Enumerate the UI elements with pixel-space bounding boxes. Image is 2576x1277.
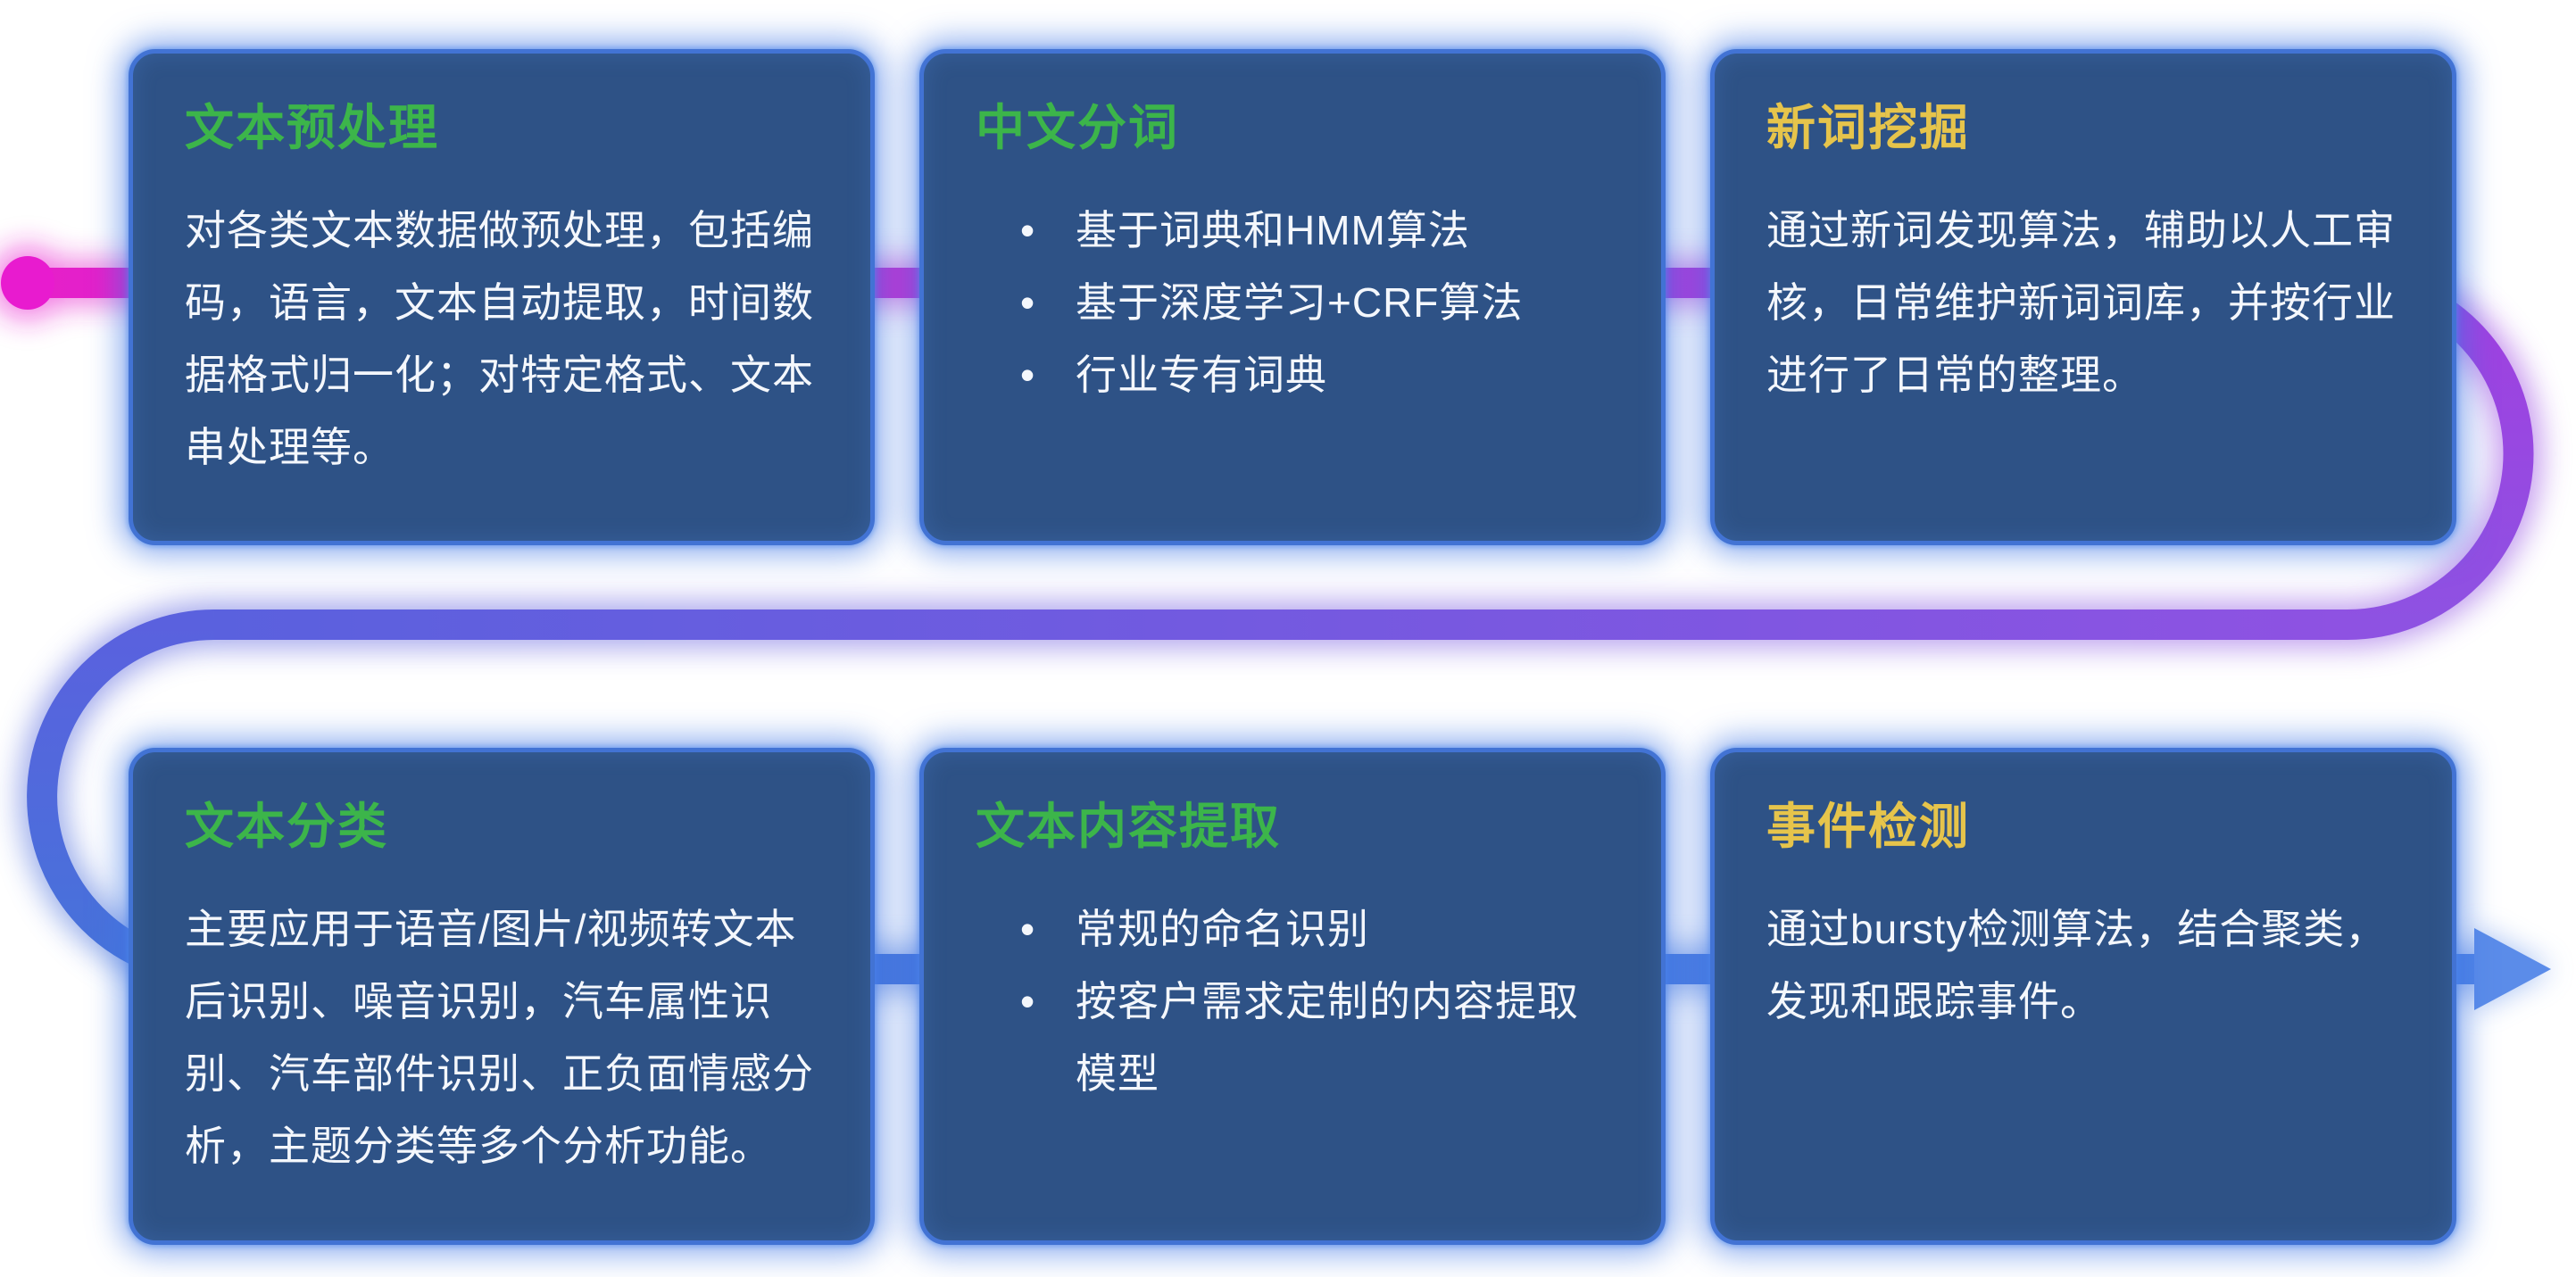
card-title: 文本分类 xyxy=(185,799,389,854)
bullet-item: 行业专有词典 xyxy=(976,339,1609,411)
card-title: 新词挖掘 xyxy=(1766,100,1971,155)
bullet-item: 常规的命名识别 xyxy=(976,893,1609,966)
bullet-item: 基于词典和HMM算法 xyxy=(976,195,1609,267)
card-body: 对各类文本数据做预处理，包括编码，语言，文本自动提取，时间数据格式归一化；对特定… xyxy=(185,207,814,470)
card-body: 主要应用于语音/图片/视频转文本后识别、噪音识别，汽车属性识别、汽车部件识别、正… xyxy=(185,906,814,1169)
bullet-item: 按客户需求定制的内容提取模型 xyxy=(976,966,1609,1110)
card-title: 事件检测 xyxy=(1766,799,1971,854)
card-text-classification: 文本分类 主要应用于语音/图片/视频转文本后识别、噪音识别，汽车属性识别、汽车部… xyxy=(129,748,875,1245)
card-body: 通过新词发现算法，辅助以人工审核，日常维护新词词库，并按行业进行了日常的整理。 xyxy=(1766,207,2396,398)
bullet-item: 基于深度学习+CRF算法 xyxy=(976,267,1609,339)
card-text-preprocessing: 文本预处理 对各类文本数据做预处理，包括编码，语言，文本自动提取，时间数据格式归… xyxy=(129,49,875,545)
card-new-word-mining: 新词挖掘 通过新词发现算法，辅助以人工审核，日常维护新词词库，并按行业进行了日常… xyxy=(1710,49,2456,545)
card-title: 文本预处理 xyxy=(185,100,440,155)
card-body: 通过bursty检测算法，结合聚类，发现和跟踪事件。 xyxy=(1766,906,2388,1024)
card-title: 中文分词 xyxy=(976,100,1180,155)
card-text-content-extraction: 文本内容提取 常规的命名识别 按客户需求定制的内容提取模型 xyxy=(919,748,1666,1245)
card-event-detection: 事件检测 通过bursty检测算法，结合聚类，发现和跟踪事件。 xyxy=(1710,748,2456,1245)
card-bullet-list: 基于词典和HMM算法 基于深度学习+CRF算法 行业专有词典 xyxy=(976,195,1609,411)
card-chinese-word-segmentation: 中文分词 基于词典和HMM算法 基于深度学习+CRF算法 行业专有词典 xyxy=(919,49,1666,545)
flow-arrow-icon xyxy=(2474,928,2551,1010)
flow-start-dot xyxy=(1,256,54,310)
card-bullet-list: 常规的命名识别 按客户需求定制的内容提取模型 xyxy=(976,893,1609,1110)
card-title: 文本内容提取 xyxy=(976,799,1282,854)
